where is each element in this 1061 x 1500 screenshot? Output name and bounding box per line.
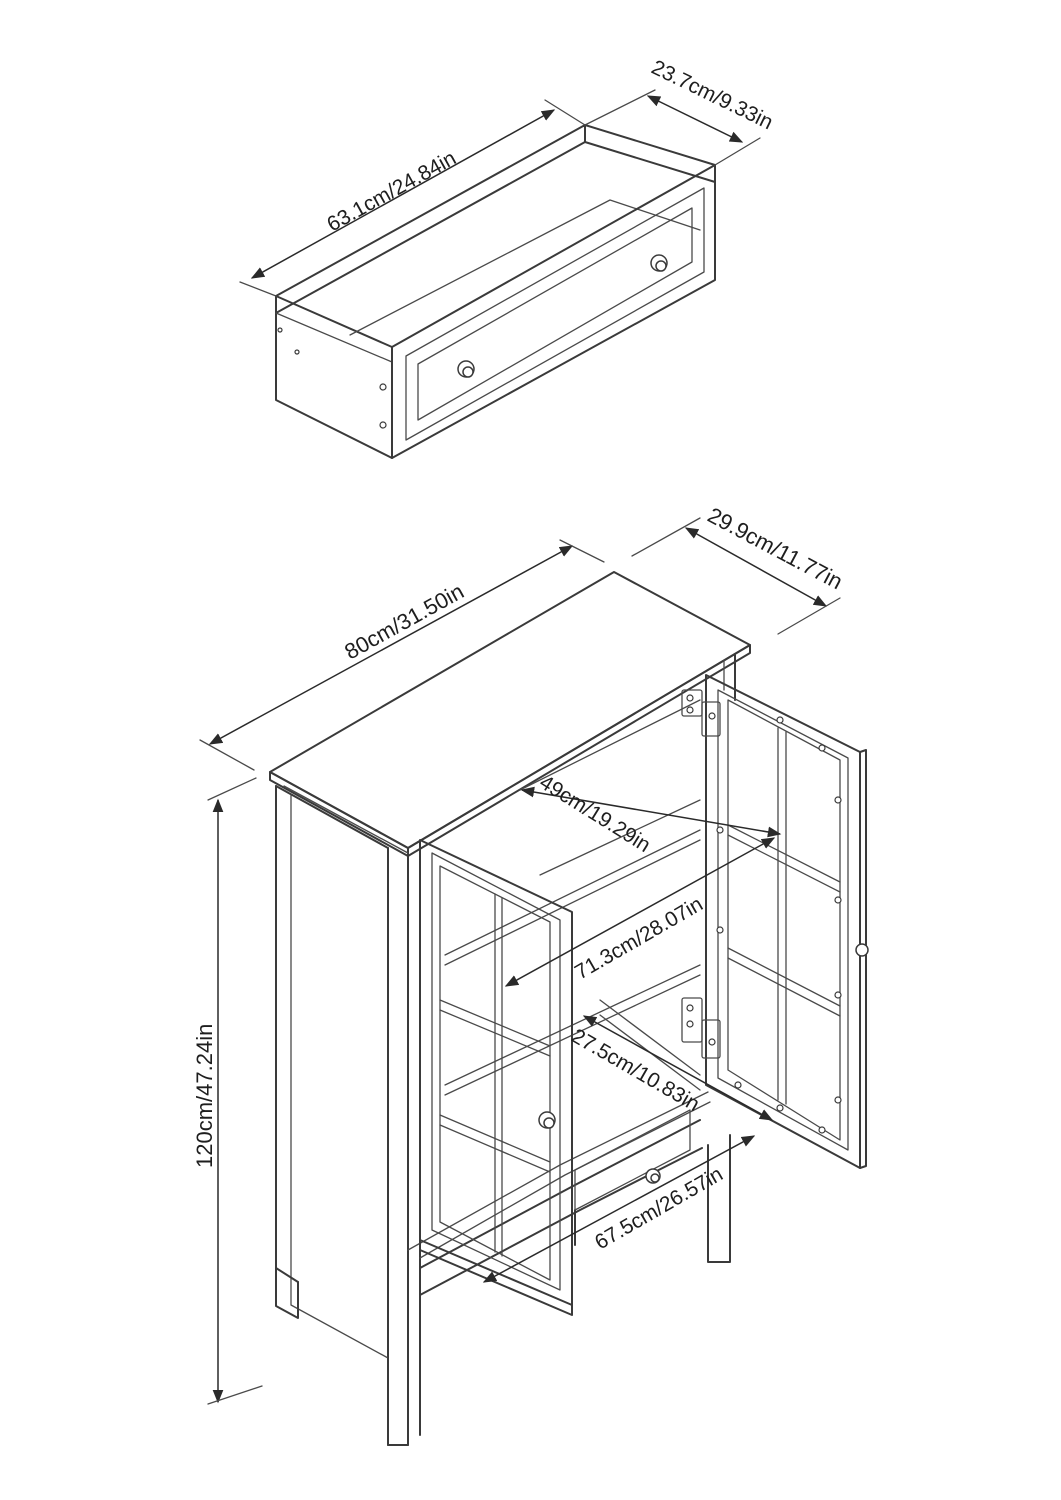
inner-depth-dimension — [582, 1015, 774, 1121]
lower-hinge — [681, 997, 721, 1059]
left-door — [419, 839, 573, 1316]
cabinet-drawing — [269, 571, 869, 1446]
right-door — [705, 674, 869, 1169]
cabinet-depth-dimension — [631, 517, 841, 635]
cabinet-height-dimension — [207, 777, 263, 1405]
cabinet-width-dimension — [199, 539, 605, 771]
shelf-depth-label: 49cm/19.29in — [535, 771, 654, 857]
drawer-drawing — [275, 124, 716, 459]
inner-width-dimension — [482, 1135, 756, 1283]
drawer-knob-right — [650, 254, 668, 272]
upper-hinge — [681, 689, 721, 737]
shelf-depth-dimension — [520, 786, 782, 838]
left-door-knob — [538, 1111, 556, 1129]
cabinet-width-label: 80cm/31.50in — [340, 578, 468, 664]
drawer-depth-label: 23.7cm/9.33in — [648, 56, 777, 135]
cabinet-depth-label: 29.9cm/11.77in — [704, 502, 847, 594]
interior-drawer-knob — [645, 1168, 661, 1184]
right-door-knob — [855, 943, 869, 957]
drawer-knob-left — [457, 360, 475, 378]
door-height-dimension — [504, 837, 776, 987]
cabinet-height-label: 120cm/47.24in — [192, 1024, 217, 1168]
drawer-width-dimension — [239, 99, 586, 297]
drawer-depth-dimension — [584, 89, 761, 166]
